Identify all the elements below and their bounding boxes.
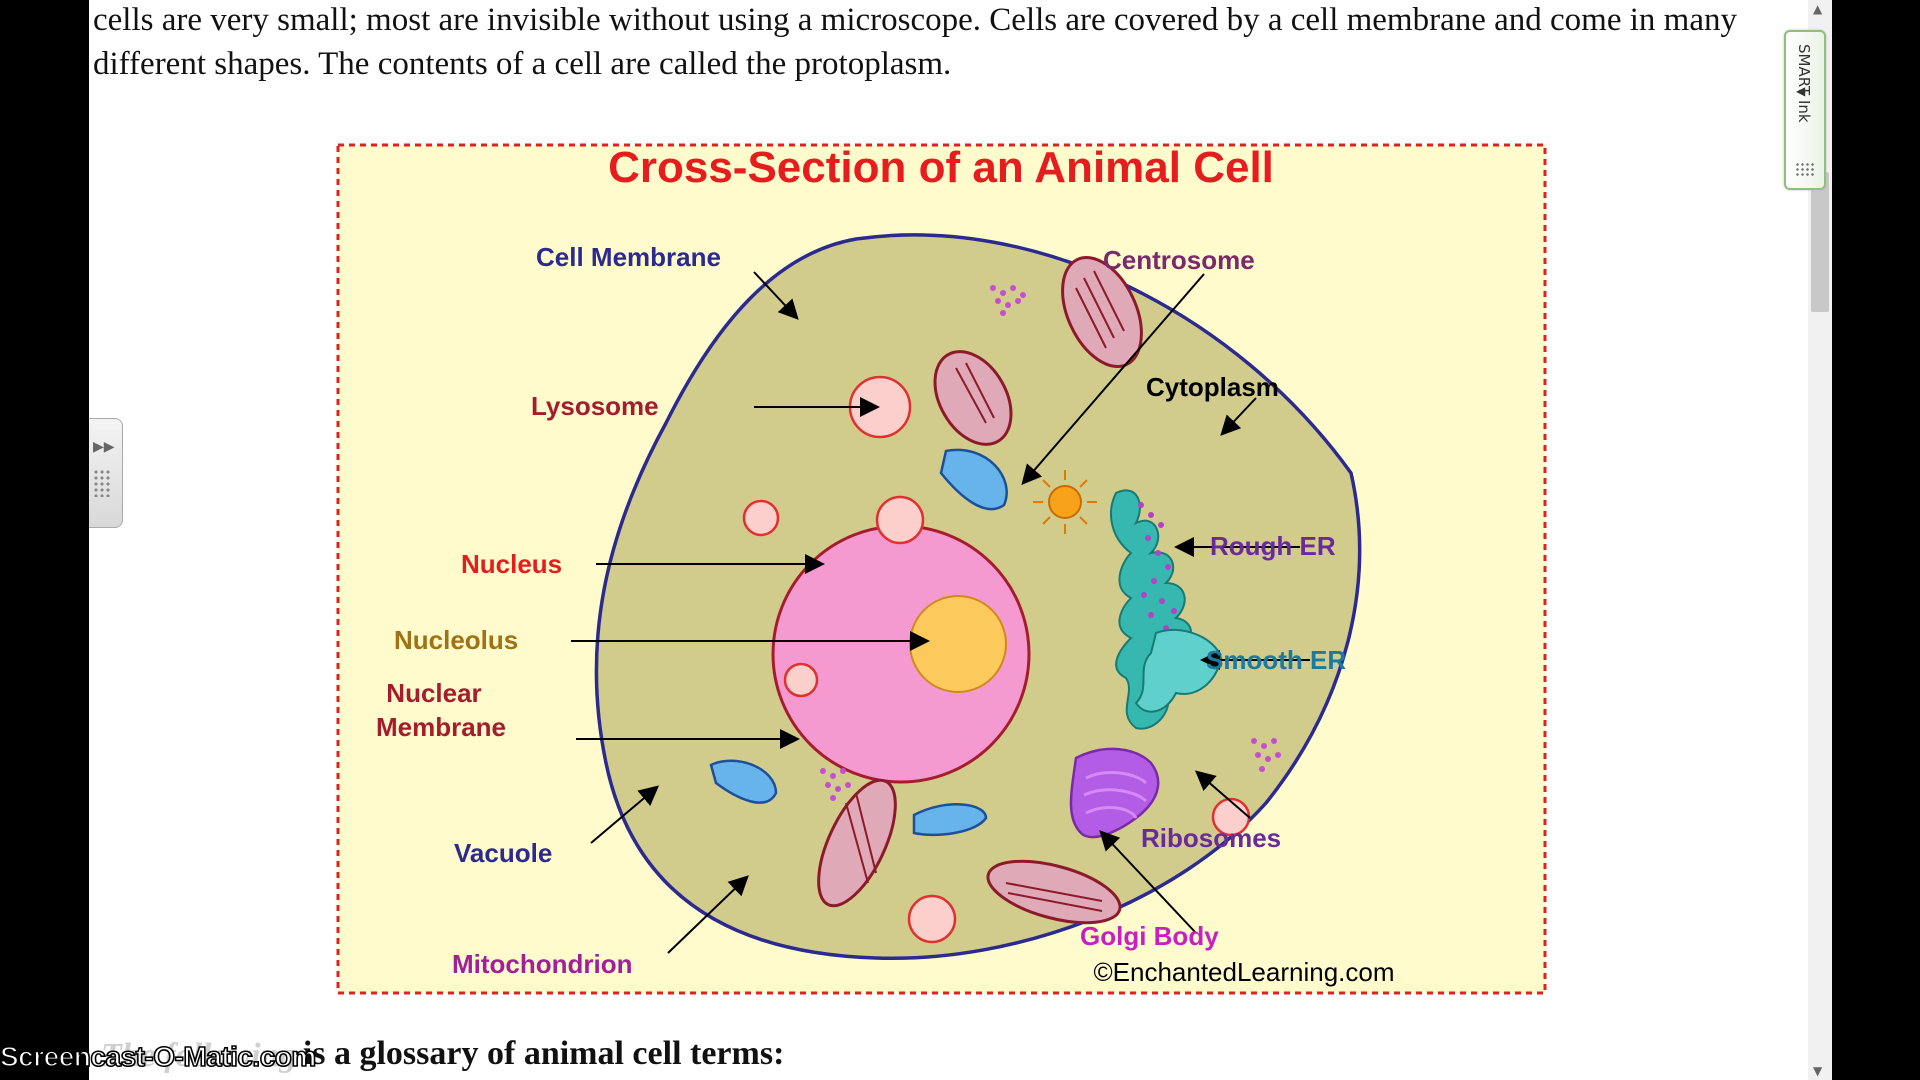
- label-cell-membrane: Cell Membrane: [536, 242, 721, 272]
- label-ribosomes: Ribosomes: [1141, 823, 1281, 853]
- ribosome-clusters: [820, 285, 1281, 801]
- golgi-layers: [1083, 771, 1148, 819]
- expand-arrow-icon: ▶▶: [93, 439, 115, 455]
- smooth-er: [1134, 628, 1223, 713]
- label-lysosome: Lysosome: [531, 391, 659, 421]
- scroll-up-icon[interactable]: ▲: [1813, 2, 1823, 16]
- label-nucleolus: Nucleolus: [394, 625, 518, 655]
- glossary-heading: The following is a glossary of animal ce…: [101, 1035, 785, 1074]
- side-panel-handle[interactable]: ▶▶: [89, 418, 123, 528]
- label-centrosome: Centrosome: [1103, 245, 1255, 275]
- grip-icon: [1795, 162, 1815, 176]
- scroll-down-icon[interactable]: ▼: [1813, 1064, 1823, 1078]
- rough-er-ribosomes: [1138, 502, 1177, 631]
- scroll-thumb[interactable]: [1811, 172, 1829, 312]
- vacuoles: [709, 448, 1008, 837]
- smart-ink-tab[interactable]: SMART Ink ◀: [1784, 30, 1826, 190]
- recording-watermark: Screencast-O-Matic.com: [0, 1040, 317, 1073]
- centrosome: [1033, 470, 1097, 534]
- collapse-arrow-icon: ◀: [1796, 84, 1806, 98]
- label-nucleus: Nucleus: [461, 549, 562, 579]
- label-mitochondrion: Mitochondrion: [452, 949, 633, 979]
- diagram-title: Cross-Section of an Animal Cell: [608, 143, 1274, 192]
- label-cytoplasm: Cytoplasm: [1146, 372, 1279, 402]
- label-golgi-body: Golgi Body: [1080, 921, 1219, 951]
- diagram-credit: ©EnchantedLearning.com: [1093, 957, 1394, 987]
- label-nuclear-membrane-1: Nuclear: [386, 678, 481, 708]
- animal-cell-diagram: Cross-Section of an Animal Cell: [336, 143, 1547, 995]
- label-nuclear-membrane-2: Membrane: [376, 712, 506, 742]
- intro-paragraph: cells are very small; most are invisible…: [93, 2, 1737, 82]
- mitochondria-cristae: [845, 270, 1125, 912]
- nucleolus: [909, 595, 1007, 693]
- web-page: cells are very small; most are invisible…: [89, 0, 1832, 1080]
- label-rough-er: Rough ER: [1210, 531, 1336, 561]
- leader-lines: [571, 271, 1310, 954]
- label-smooth-er: Smooth ER: [1206, 645, 1346, 675]
- smart-ink-label: SMART Ink: [1795, 44, 1813, 123]
- grip-icon: [93, 469, 111, 497]
- label-vacuole: Vacuole: [454, 838, 552, 868]
- glossary-heading-obscured: The following: [101, 1037, 297, 1074]
